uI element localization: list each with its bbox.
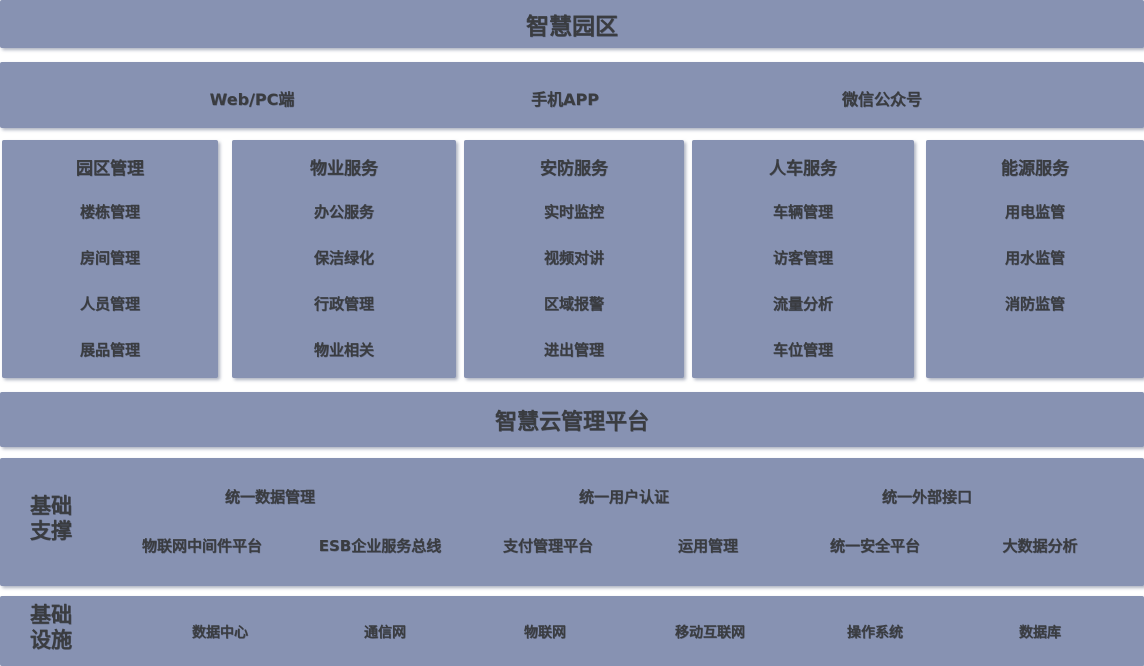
foundation-support-label: 基础 支撑 bbox=[30, 494, 72, 544]
title-banner: 智慧园区 bbox=[0, 0, 1144, 48]
foundation-support-panel: 基础 支撑 统一数据管理 统一用户认证 统一外部接口 物联网中间件平台 ESB企… bbox=[0, 458, 1144, 586]
column-item: 人员管理 bbox=[79, 295, 140, 313]
column-item: 物业相关 bbox=[313, 341, 374, 359]
access-channel-bar: Web/PC端 手机APP 微信公众号 bbox=[0, 62, 1144, 128]
column-item: 用水监管 bbox=[1004, 249, 1065, 267]
foundation-support-label-line1: 基础 bbox=[30, 494, 72, 518]
column-header: 人车服务 bbox=[769, 159, 837, 179]
column-item: 房间管理 bbox=[79, 249, 140, 267]
access-item-mobile-app: 手机APP bbox=[531, 90, 599, 109]
column-header: 园区管理 bbox=[76, 159, 144, 179]
infra-item-iot: 物联网 bbox=[524, 625, 566, 641]
column-item: 进出管理 bbox=[543, 341, 604, 359]
column-item: 区域报警 bbox=[543, 295, 604, 313]
support-item-payment-platform: 支付管理平台 bbox=[502, 537, 594, 555]
cloud-platform-bar: 智慧云管理平台 bbox=[0, 392, 1144, 447]
column-item: 办公服务 bbox=[313, 203, 374, 221]
column-item: 访客管理 bbox=[772, 249, 833, 267]
panel-energy-services: 能源服务 用电监管 用水监管 消防监管 bbox=[926, 140, 1144, 378]
column-header: 安防服务 bbox=[540, 159, 608, 179]
column-item: 实时监控 bbox=[543, 203, 604, 221]
infra-item-database: 数据库 bbox=[1019, 625, 1061, 641]
column-item: 用电监管 bbox=[1004, 203, 1065, 221]
access-item-webpc: Web/PC端 bbox=[209, 90, 295, 109]
support-item-unified-auth: 统一用户认证 bbox=[578, 488, 670, 506]
support-item-bigdata-analysis: 大数据分析 bbox=[1002, 537, 1078, 555]
column-item: 视频对讲 bbox=[543, 249, 604, 267]
panel-property-services: 物业服务 办公服务 保洁绿化 行政管理 物业相关 bbox=[232, 140, 456, 378]
infrastructure-label-line2: 设施 bbox=[30, 627, 72, 652]
column-item: 保洁绿化 bbox=[313, 249, 374, 267]
support-item-iot-middleware: 物联网中间件平台 bbox=[141, 537, 263, 555]
column-item: 消防监管 bbox=[1004, 295, 1065, 313]
infra-item-data-center: 数据中心 bbox=[192, 625, 248, 641]
column-item: 流量分析 bbox=[772, 295, 833, 313]
infra-item-comm-network: 通信网 bbox=[364, 625, 406, 641]
column-header: 物业服务 bbox=[310, 159, 378, 179]
infrastructure-label: 基础 设施 bbox=[30, 603, 72, 653]
foundation-support-label-line2: 支撑 bbox=[30, 518, 72, 543]
column-header: 能源服务 bbox=[1001, 159, 1069, 179]
infrastructure-panel: 基础 设施 数据中心 通信网 物联网 移动互联网 操作系统 数据库 bbox=[0, 596, 1144, 666]
infra-item-operating-system: 操作系统 bbox=[847, 625, 903, 641]
infra-item-mobile-internet: 移动互联网 bbox=[675, 625, 745, 641]
support-item-unified-security: 统一安全平台 bbox=[829, 537, 921, 555]
column-item: 楼栋管理 bbox=[79, 203, 140, 221]
support-item-esb: ESB企业服务总线 bbox=[318, 537, 442, 555]
panel-security-services: 安防服务 实时监控 视频对讲 区域报警 进出管理 bbox=[464, 140, 684, 378]
panel-park-management: 园区管理 楼栋管理 房间管理 人员管理 展品管理 bbox=[2, 140, 218, 378]
cloud-platform-label: 智慧云管理平台 bbox=[494, 409, 649, 435]
support-item-unified-data: 统一数据管理 bbox=[224, 488, 316, 506]
support-item-unified-external: 统一外部接口 bbox=[881, 488, 973, 506]
support-item-application-mgmt: 运用管理 bbox=[677, 537, 739, 555]
column-item: 车辆管理 bbox=[772, 203, 833, 221]
page-title: 智慧园区 bbox=[526, 14, 618, 40]
infrastructure-label-line1: 基础 bbox=[30, 603, 72, 627]
column-item: 行政管理 bbox=[313, 295, 374, 313]
column-item: 车位管理 bbox=[772, 341, 833, 359]
panel-people-vehicle-services: 人车服务 车辆管理 访客管理 流量分析 车位管理 bbox=[692, 140, 914, 378]
access-item-wechat: 微信公众号 bbox=[841, 90, 923, 109]
column-item: 展品管理 bbox=[79, 341, 140, 359]
